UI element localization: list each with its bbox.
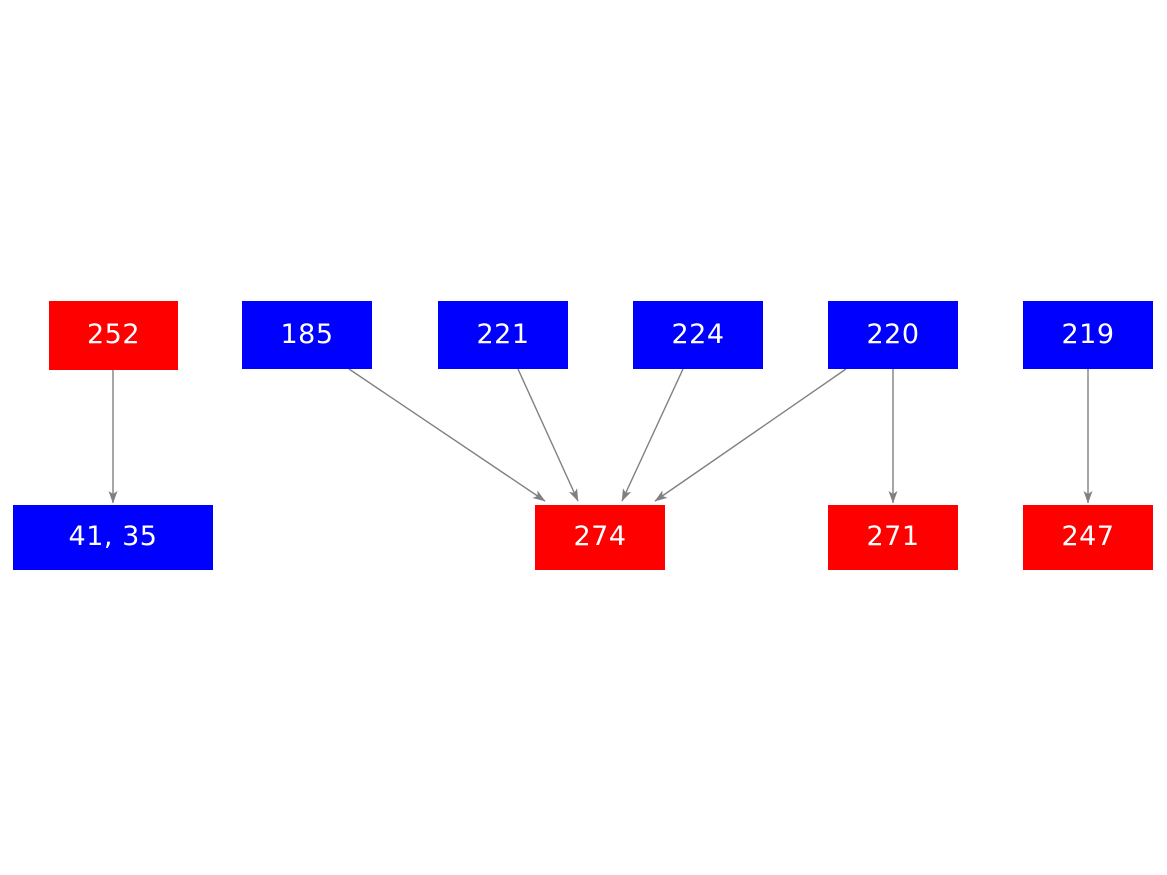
node-label: 221 xyxy=(476,318,530,350)
node-label: 41, 35 xyxy=(68,521,158,552)
node-n252[interactable]: 252 xyxy=(49,301,178,370)
edge-n185-to-n274 xyxy=(348,368,546,502)
node-label: 252 xyxy=(86,319,141,350)
node-n4135[interactable]: 41, 35 xyxy=(13,505,213,570)
node-n220[interactable]: 220 xyxy=(828,301,958,369)
edge-n220-to-n274 xyxy=(654,368,847,502)
edge-n224-to-n274 xyxy=(621,368,684,502)
node-label: 271 xyxy=(866,521,920,552)
node-n221[interactable]: 221 xyxy=(438,301,568,369)
node-n247[interactable]: 247 xyxy=(1023,505,1153,570)
node-label: 224 xyxy=(671,318,725,350)
node-n185[interactable]: 185 xyxy=(242,301,372,369)
node-n219[interactable]: 219 xyxy=(1023,301,1153,369)
edge-n221-to-n274 xyxy=(517,368,579,502)
node-label: 220 xyxy=(866,318,920,350)
node-n224[interactable]: 224 xyxy=(633,301,763,369)
edges-group xyxy=(108,368,1093,504)
node-label: 274 xyxy=(573,521,627,552)
node-n274[interactable]: 274 xyxy=(535,505,665,570)
node-label: 185 xyxy=(280,318,334,350)
node-n271[interactable]: 271 xyxy=(828,505,958,570)
node-label: 219 xyxy=(1061,318,1115,350)
node-label: 247 xyxy=(1061,521,1115,552)
